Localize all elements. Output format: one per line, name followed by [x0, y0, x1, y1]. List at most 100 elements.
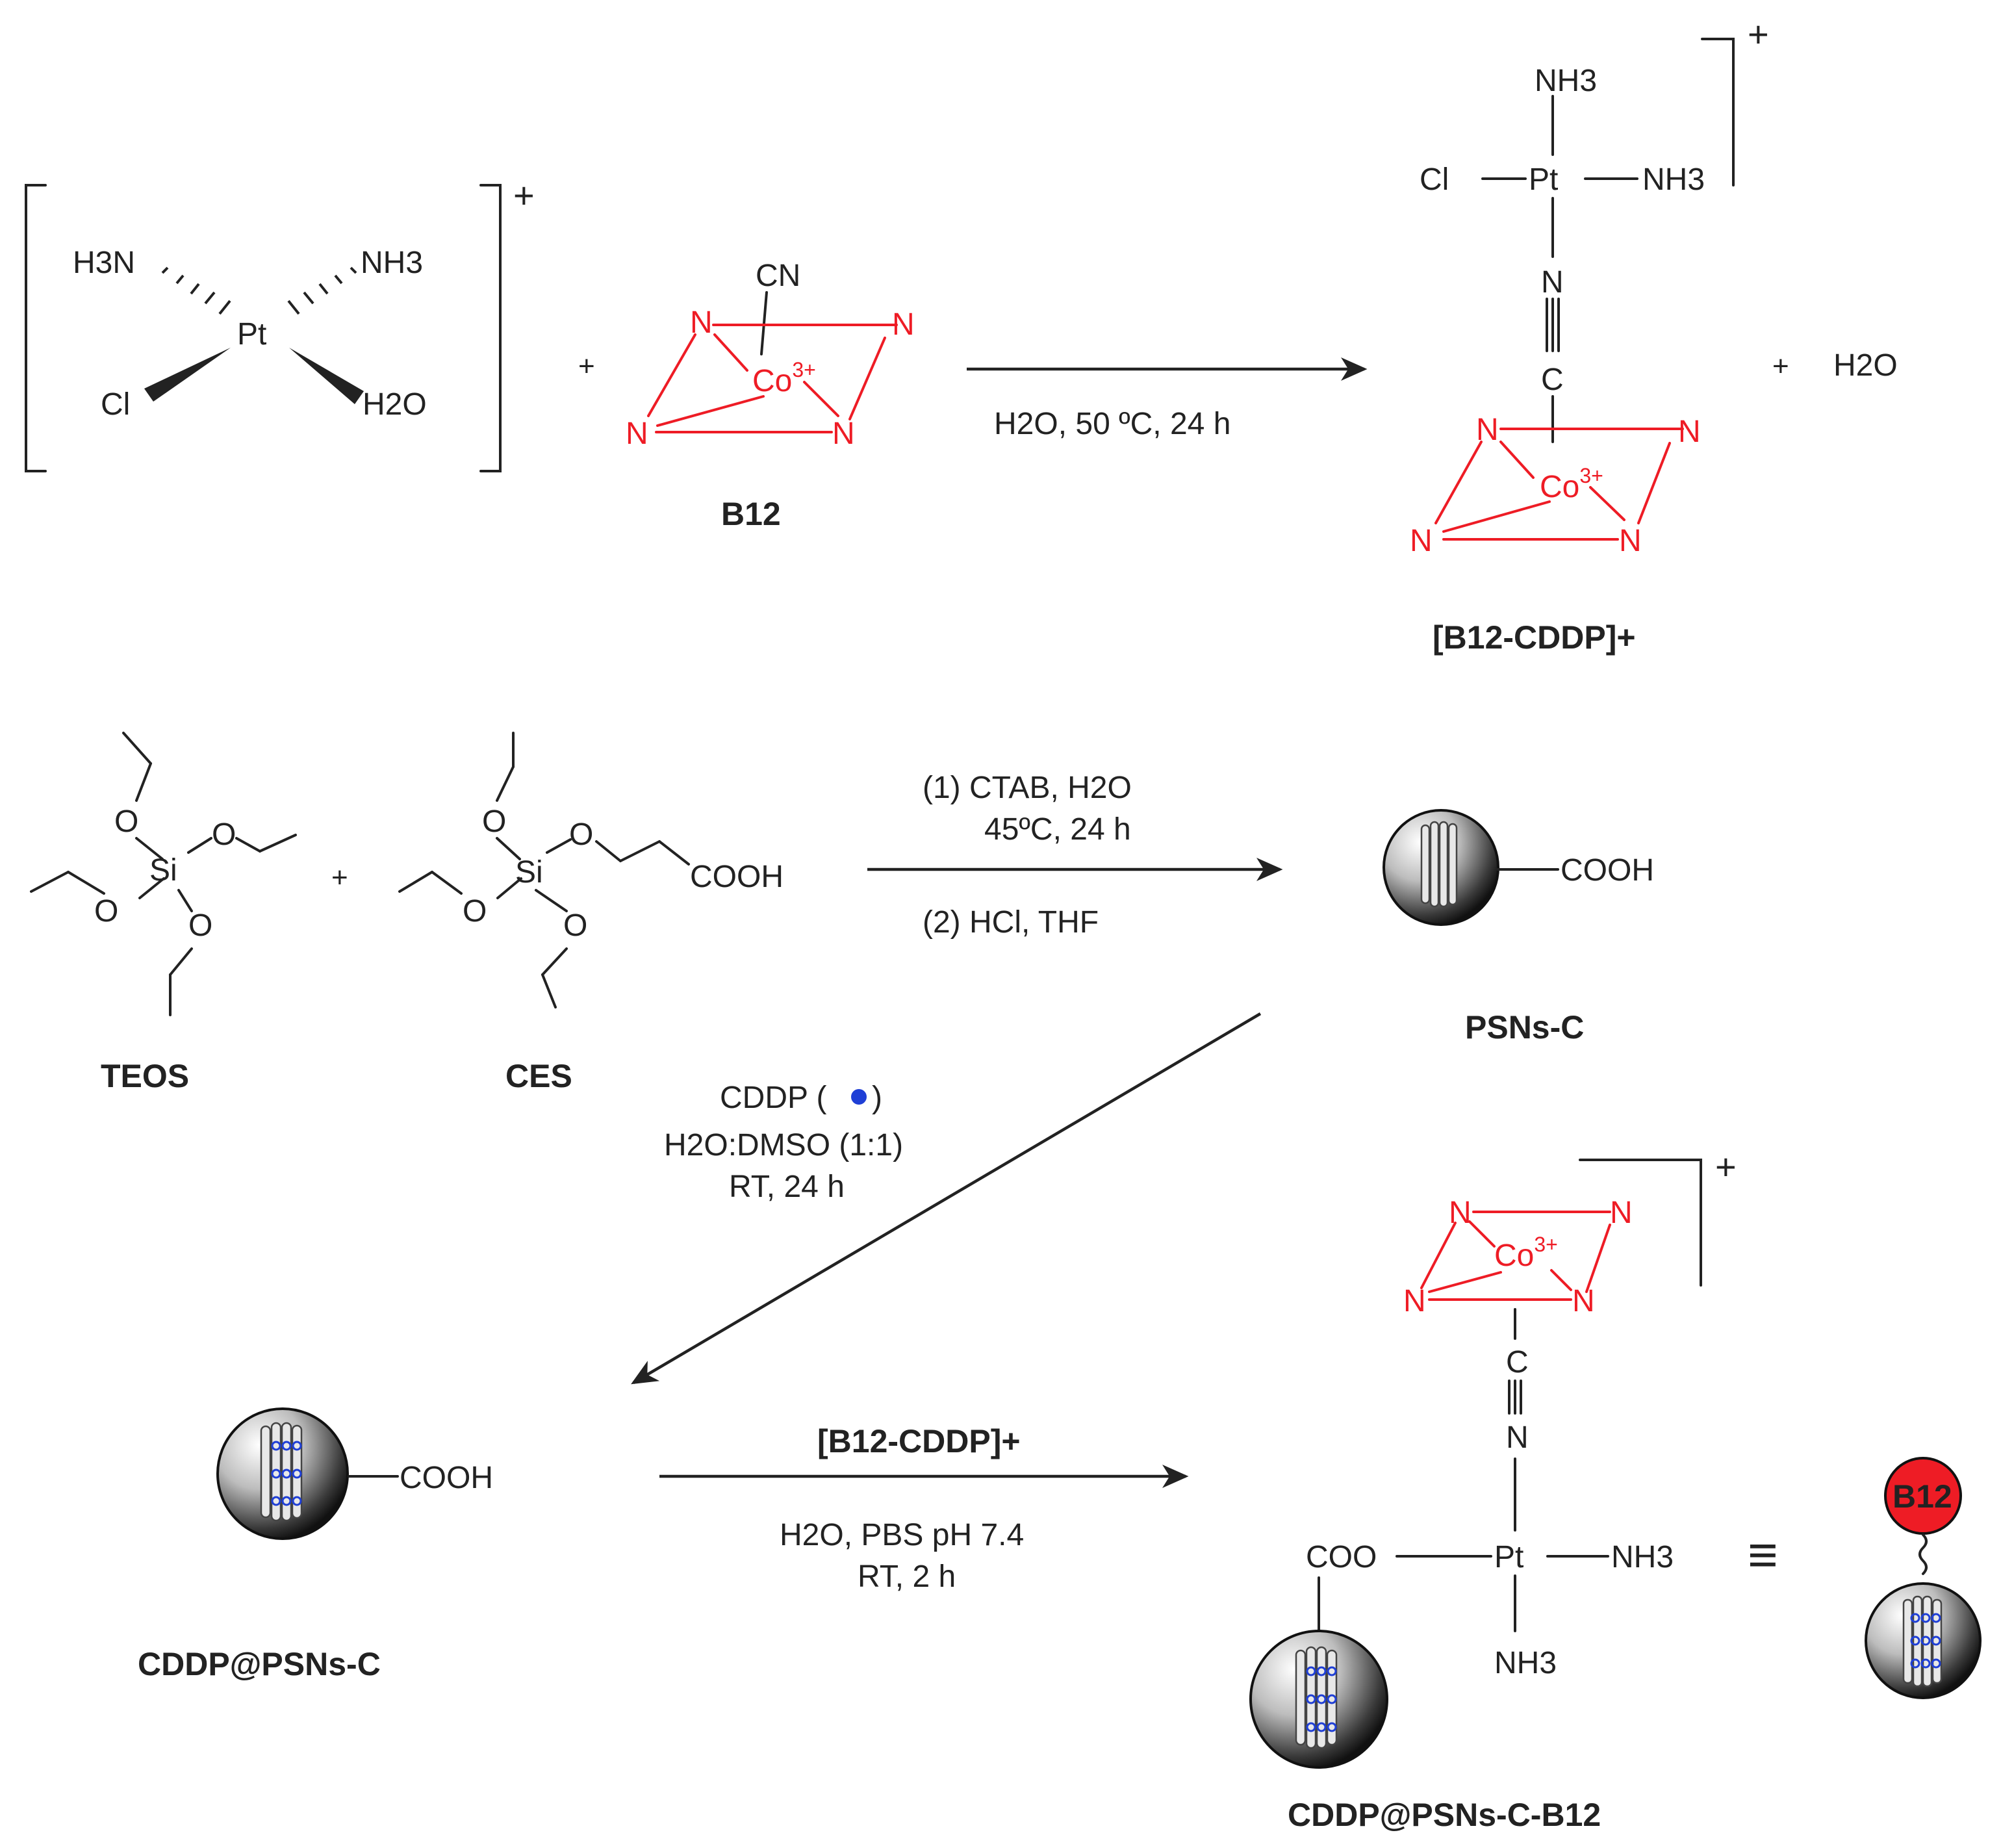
carboxyl-label: COOH — [1561, 853, 1654, 888]
cddp-dot-icon — [851, 1089, 867, 1105]
b12-n: N — [1572, 1284, 1595, 1318]
b12-n: N — [690, 305, 713, 340]
carboxyl-label: COOH — [690, 860, 784, 894]
cddp-psns-c-b12-label: CDDP@PSNs-C-B12 — [1288, 1797, 1601, 1833]
cobalt-charge: 3+ — [1579, 464, 1603, 487]
mesopore-channels — [260, 1422, 303, 1522]
pt-aqua-complex: + H3N NH3 Pt Cl H2O — [25, 175, 535, 472]
cddp-loaded-dots — [1306, 1666, 1337, 1732]
carboxylate-label: COO — [1306, 1540, 1377, 1574]
nitrile-n: N — [1541, 265, 1564, 300]
ammine-top: NH3 — [1535, 64, 1597, 98]
b12-cddp-label: [B12-CDDP]+ — [1433, 619, 1636, 656]
oxygen-atom: O — [188, 908, 212, 943]
cobalt-charge: 3+ — [1534, 1233, 1557, 1256]
b12-n: N — [1678, 415, 1701, 449]
cobalt-symbol: Co — [752, 364, 792, 398]
conditions-2a: (1) CTAB, H2O — [923, 771, 1132, 805]
teos-label: TEOS — [101, 1058, 189, 1094]
silicon-atom: Si — [149, 853, 177, 888]
ligand-cl: Cl — [101, 387, 130, 422]
oxygen-atom: O — [569, 817, 593, 852]
cddp-psns-c-label: CDDP@PSNs-C — [138, 1646, 381, 1682]
cddp-text: CDDP ( — [720, 1081, 826, 1115]
b12-label: B12 — [721, 496, 781, 532]
nitrile-n: N — [1506, 1420, 1529, 1455]
b12-n: N — [1610, 1196, 1633, 1230]
plus-sign-3: + — [331, 862, 348, 893]
right-bracket — [479, 184, 502, 472]
charge-bracket — [1579, 1159, 1702, 1287]
nitrile-c: C — [1541, 363, 1564, 397]
wedge-bond-left — [144, 348, 231, 402]
conditions-4b: RT, 2 h — [858, 1559, 956, 1594]
b12-core: CN N N N N Co3+ B12 — [626, 259, 915, 532]
platinum-center: Pt — [1529, 162, 1558, 197]
mesopore-channels — [1420, 821, 1458, 908]
ligand-h3n: H3N — [73, 246, 135, 280]
cddp-loaded-dots — [1910, 1613, 1941, 1669]
b12-cddp-complex: + NH3 Cl Pt NH3 N C N N N N Co3+ [B12-CD… — [1410, 14, 1769, 656]
cddp-psns-c-nanoparticle: COOH CDDP@PSNs-C — [138, 1407, 493, 1682]
cddp-psns-c-b12-conjugate: + N N N N Co3+ C N Pt NH3 NH3 COO — [1249, 1146, 1737, 1833]
reaction-arrow-3 — [631, 1012, 1262, 1385]
b12-n: N — [1410, 524, 1433, 558]
ammine-bottom: NH3 — [1494, 1646, 1557, 1680]
oxygen-atom: O — [94, 894, 118, 929]
final-charge: + — [1715, 1146, 1737, 1187]
equivalence-sign: ≡ — [1748, 1526, 1778, 1584]
cddp-loaded-dots — [271, 1441, 302, 1506]
reagent-b12-cddp: [B12-CDDP]+ — [817, 1423, 1021, 1459]
hashed-bond-right — [287, 266, 357, 315]
water-label: H2O — [1833, 348, 1898, 383]
cobalt-center: Co3+ — [752, 358, 816, 398]
silicon-atom: Si — [515, 855, 543, 890]
b12-n: N — [892, 307, 915, 342]
b12-n: N — [832, 417, 855, 451]
ammine-right: NH3 — [1642, 162, 1705, 197]
cartoon-b12-label: B12 — [1893, 1478, 1952, 1515]
conditions-3c: RT, 24 h — [729, 1170, 845, 1204]
product-charge: + — [1748, 14, 1769, 55]
b12-n: N — [626, 417, 648, 451]
cobalt-charge: 3+ — [792, 358, 815, 381]
b12-n: N — [1449, 1196, 1472, 1230]
oxygen-atom: O — [563, 908, 587, 943]
cobalt-center: Co3+ — [1540, 464, 1603, 504]
b12-n: N — [1403, 1284, 1426, 1318]
carboxyl-label: COOH — [400, 1461, 493, 1495]
chloride-label: Cl — [1420, 162, 1449, 197]
conditions-3a: CDDP ( — [720, 1081, 826, 1115]
left-bracket — [25, 184, 47, 472]
b12-n: N — [1476, 413, 1499, 447]
hashed-bond-left — [161, 266, 231, 315]
mesopore-channels — [1295, 1646, 1338, 1749]
conditions-4a: H2O, PBS pH 7.4 — [780, 1518, 1024, 1552]
cobalt-symbol: Co — [1494, 1238, 1534, 1273]
cartoon-conjugate: B12 — [1865, 1457, 1982, 1699]
conditions-1: H2O, 50 ºC, 24 h — [994, 407, 1230, 441]
cobalt-center: Co3+ — [1494, 1233, 1558, 1273]
charge-bracket — [1701, 38, 1735, 186]
conditions-2b: 45ºC, 24 h — [984, 812, 1131, 847]
ligand-nh3: NH3 — [361, 246, 423, 280]
mesopore-channels — [1902, 1595, 1943, 1688]
linker-icon — [1918, 1534, 1928, 1575]
nitrile-c: C — [1506, 1345, 1529, 1380]
psns-c-nanoparticle: COOH PSNs-C — [1383, 809, 1654, 1046]
b12-n: N — [1619, 524, 1642, 558]
oxygen-atom: O — [482, 804, 506, 839]
ligand-h2o: H2O — [363, 387, 427, 422]
conditions-2c: (2) HCl, THF — [923, 905, 1099, 940]
ammine-right: NH3 — [1611, 1540, 1674, 1574]
plus-sign-2: + — [1772, 350, 1789, 382]
cyano-label: CN — [756, 259, 800, 293]
platinum-center: Pt — [237, 317, 266, 352]
teos-structure: O O Si O O TEOS — [30, 732, 297, 1094]
plus-sign-1: + — [578, 350, 595, 382]
conditions-3b: H2O:DMSO (1:1) — [664, 1128, 903, 1162]
ces-structure: O O Si O O COOH CES — [398, 732, 784, 1094]
platinum-center: Pt — [1494, 1540, 1523, 1574]
wedge-bond-right — [289, 348, 364, 404]
